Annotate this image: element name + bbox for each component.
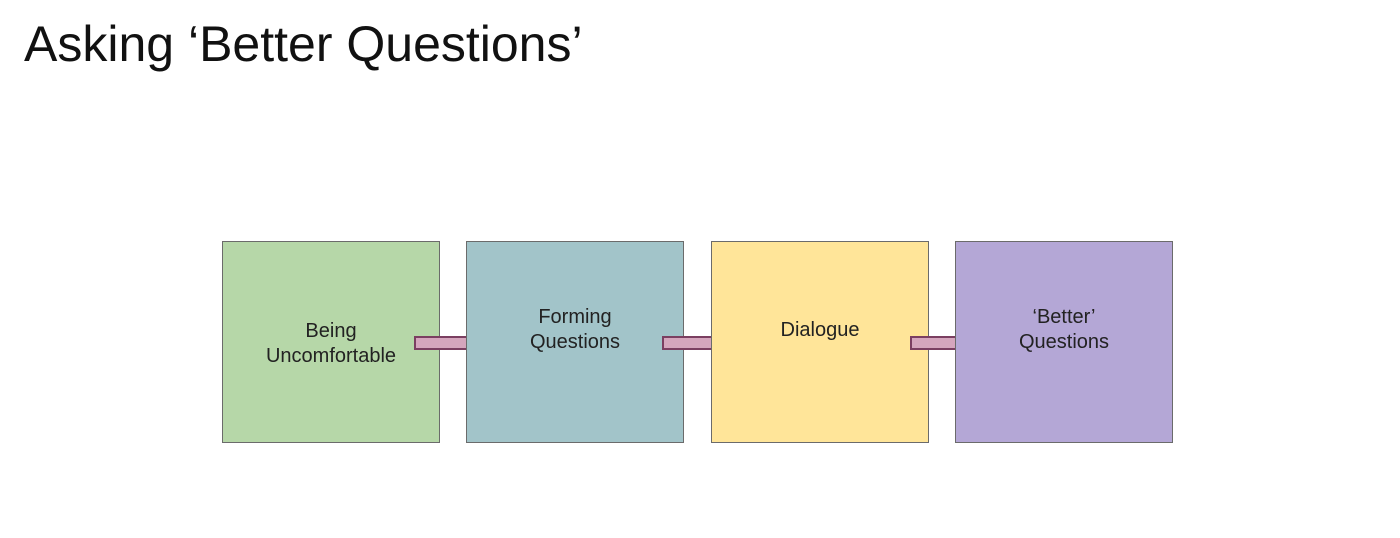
step-label: ‘Better’ Questions: [1018, 306, 1110, 353]
step-box-forming-questions: Forming Questions: [466, 241, 684, 443]
step-box-being-uncomfortable: Being Uncomfortable: [222, 241, 440, 443]
slide-title: Asking ‘Better Questions’: [24, 16, 583, 72]
step-label: Dialogue: [780, 318, 860, 341]
step-box-better-questions: ‘Better’ Questions: [955, 241, 1173, 443]
step-box-dialogue: Dialogue: [711, 241, 929, 443]
step-label: Forming Questions: [529, 306, 621, 353]
step-label: Being Uncomfortable: [265, 320, 397, 367]
